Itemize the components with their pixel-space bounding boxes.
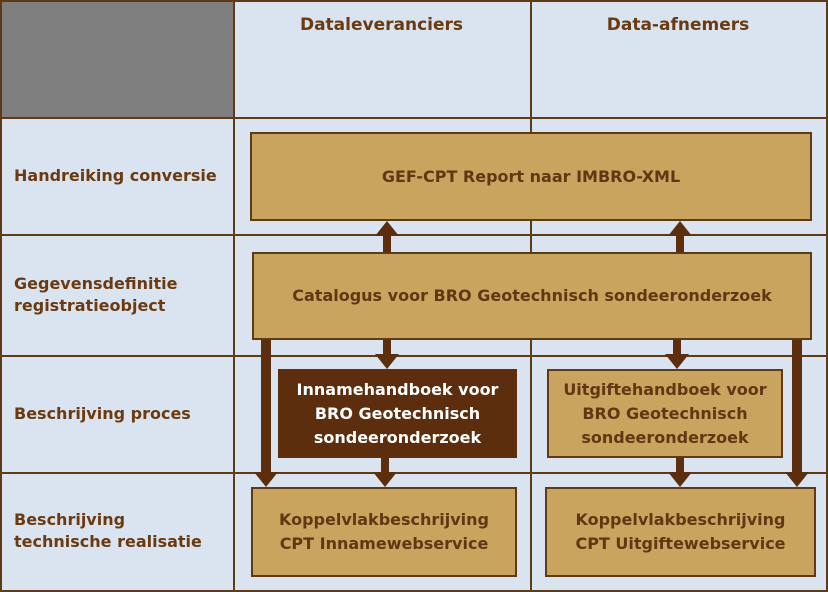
arrow-shaft xyxy=(792,340,802,474)
box-koppelvlakbeschrijving-cpt-innamewebservice: Koppelvlakbeschrijving CPT Innamewebserv… xyxy=(251,487,517,577)
grid-line-vertical-1 xyxy=(233,2,235,590)
arrow-shaft xyxy=(383,234,391,252)
arrow-shaft xyxy=(381,458,389,474)
corner-cell xyxy=(2,2,235,119)
column-header-dataleveranciers: Dataleveranciers xyxy=(299,15,464,35)
arrow-catalogus-to-uitgiftehandboek xyxy=(665,340,689,369)
arrow-shaft xyxy=(261,340,271,474)
row-header-handreiking-conversie: Handreiking conversie xyxy=(14,165,217,185)
arrow-head-down-icon xyxy=(668,472,692,487)
arrow-head-down-icon xyxy=(375,354,399,369)
row-header-beschrijving-technische-realisatie: Beschrijving technische realisatie xyxy=(14,510,202,551)
arrow-shaft xyxy=(676,234,684,252)
arrow-catalogus-to-gef-left xyxy=(375,221,399,252)
arrow-head-down-icon xyxy=(665,354,689,369)
column-header-data-afnemers: Data-afnemers xyxy=(606,15,750,35)
arrow-head-up-icon xyxy=(668,221,692,236)
arrow-catalogus-to-innamehandboek xyxy=(375,340,399,369)
arrow-innamehandboek-to-koppelvlak-inname xyxy=(373,458,397,487)
arrow-head-down-icon xyxy=(373,472,397,487)
arrow-head-down-icon xyxy=(254,472,278,487)
grid-line-horizontal-4 xyxy=(2,472,826,474)
arrow-catalogus-to-koppelvlak-inname-bypass xyxy=(254,340,278,487)
arrow-catalogus-to-gef-right xyxy=(668,221,692,252)
arrow-shaft xyxy=(673,340,681,356)
box-innamehandboek-highlighted: Innamehandboek voor BRO Geotechnisch son… xyxy=(278,369,517,458)
arrow-head-down-icon xyxy=(785,472,809,487)
arrow-uitgiftehandboek-to-koppelvlak-uitgifte xyxy=(668,458,692,487)
row-header-gegevensdefinitie-registratieobject: Gegevensdefinitie registratieobject xyxy=(14,273,178,315)
row-header-beschrijving-proces: Beschrijving proces xyxy=(14,403,191,423)
arrow-catalogus-to-koppelvlak-uitgifte-bypass xyxy=(785,340,809,487)
box-koppelvlakbeschrijving-cpt-uitgiftewebservice: Koppelvlakbeschrijving CPT Uitgiftewebse… xyxy=(545,487,816,577)
box-gef-cpt-report-naar-imbro-xml: GEF-CPT Report naar IMBRO-XML xyxy=(250,132,812,221)
grid-line-horizontal-3 xyxy=(2,355,826,357)
arrow-head-up-icon xyxy=(375,221,399,236)
arrow-shaft xyxy=(383,340,391,356)
box-uitgiftehandboek: Uitgiftehandboek voor BRO Geotechnisch s… xyxy=(547,369,783,458)
arrow-shaft xyxy=(676,458,684,474)
grid-line-horizontal-1 xyxy=(2,117,826,119)
grid-line-horizontal-2 xyxy=(2,234,826,236)
box-catalogus-bro-geotechnisch-sondeeronderzoek: Catalogus voor BRO Geotechnisch sondeero… xyxy=(252,252,812,340)
